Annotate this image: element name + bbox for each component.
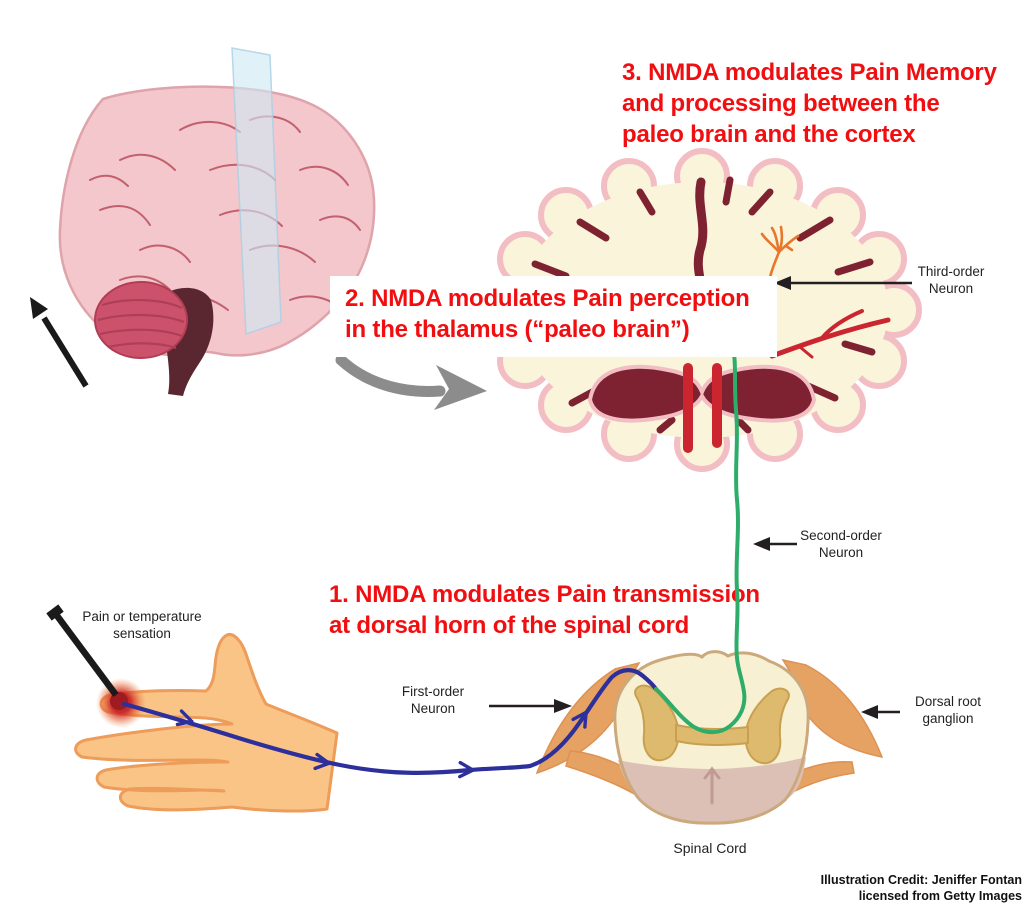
gray-curved-arrow: [335, 354, 487, 410]
annotation-step2: 2. NMDA modulates Pain perception in the…: [345, 285, 750, 343]
coronal-slice-plane: [231, 47, 282, 336]
hand: [74, 632, 339, 813]
dorsal-root-ganglion-label: Dorsal root ganglion: [914, 694, 982, 726]
third-order-neuron-label: Third-order Neuron: [917, 264, 985, 296]
third-order-arrow: [774, 276, 912, 290]
spinal-cord-label: Spinal Cord: [673, 840, 747, 856]
cortex-sulci: [522, 176, 876, 434]
second-order-neuron-green-path: [654, 352, 747, 735]
first-order-neuron-label: First-order Neuron: [401, 684, 465, 716]
upward-stimulus-arrow: [30, 297, 89, 388]
first-order-neuron-blue-path: [121, 668, 659, 779]
cerebellum-stripes: [97, 299, 185, 350]
pain-stimulus-pin: [46, 604, 119, 697]
cerebral-arteries: [683, 309, 891, 453]
pain-sensation-label: Pain or temperature sensation: [82, 609, 202, 641]
hand-with-pain-stimulus: [30, 297, 339, 813]
label-arrows: [489, 537, 900, 719]
anterior-median-fissure: [703, 766, 721, 805]
gray-matter-butterfly: [634, 684, 790, 765]
cord-outline: [613, 650, 810, 825]
second-order-arrow: [753, 537, 797, 551]
second-order-neuron-label: Second-order Neuron: [800, 528, 882, 560]
sagittal-brain: [58, 47, 376, 396]
illustration-credit: Illustration Credit: Jeniffer Fontan lic…: [820, 873, 1022, 903]
dorsal-root-ganglion-arrow: [861, 705, 900, 719]
first-order-arrow: [489, 699, 572, 713]
spinal-cord-cross-section: [535, 650, 884, 825]
thalamus-basal-ganglia: [587, 364, 817, 423]
annotation-step2-box: 2. NMDA modulates Pain perception in the…: [330, 276, 777, 357]
annotation-step3: 3. NMDA modulates Pain Memory and proces…: [622, 59, 997, 148]
